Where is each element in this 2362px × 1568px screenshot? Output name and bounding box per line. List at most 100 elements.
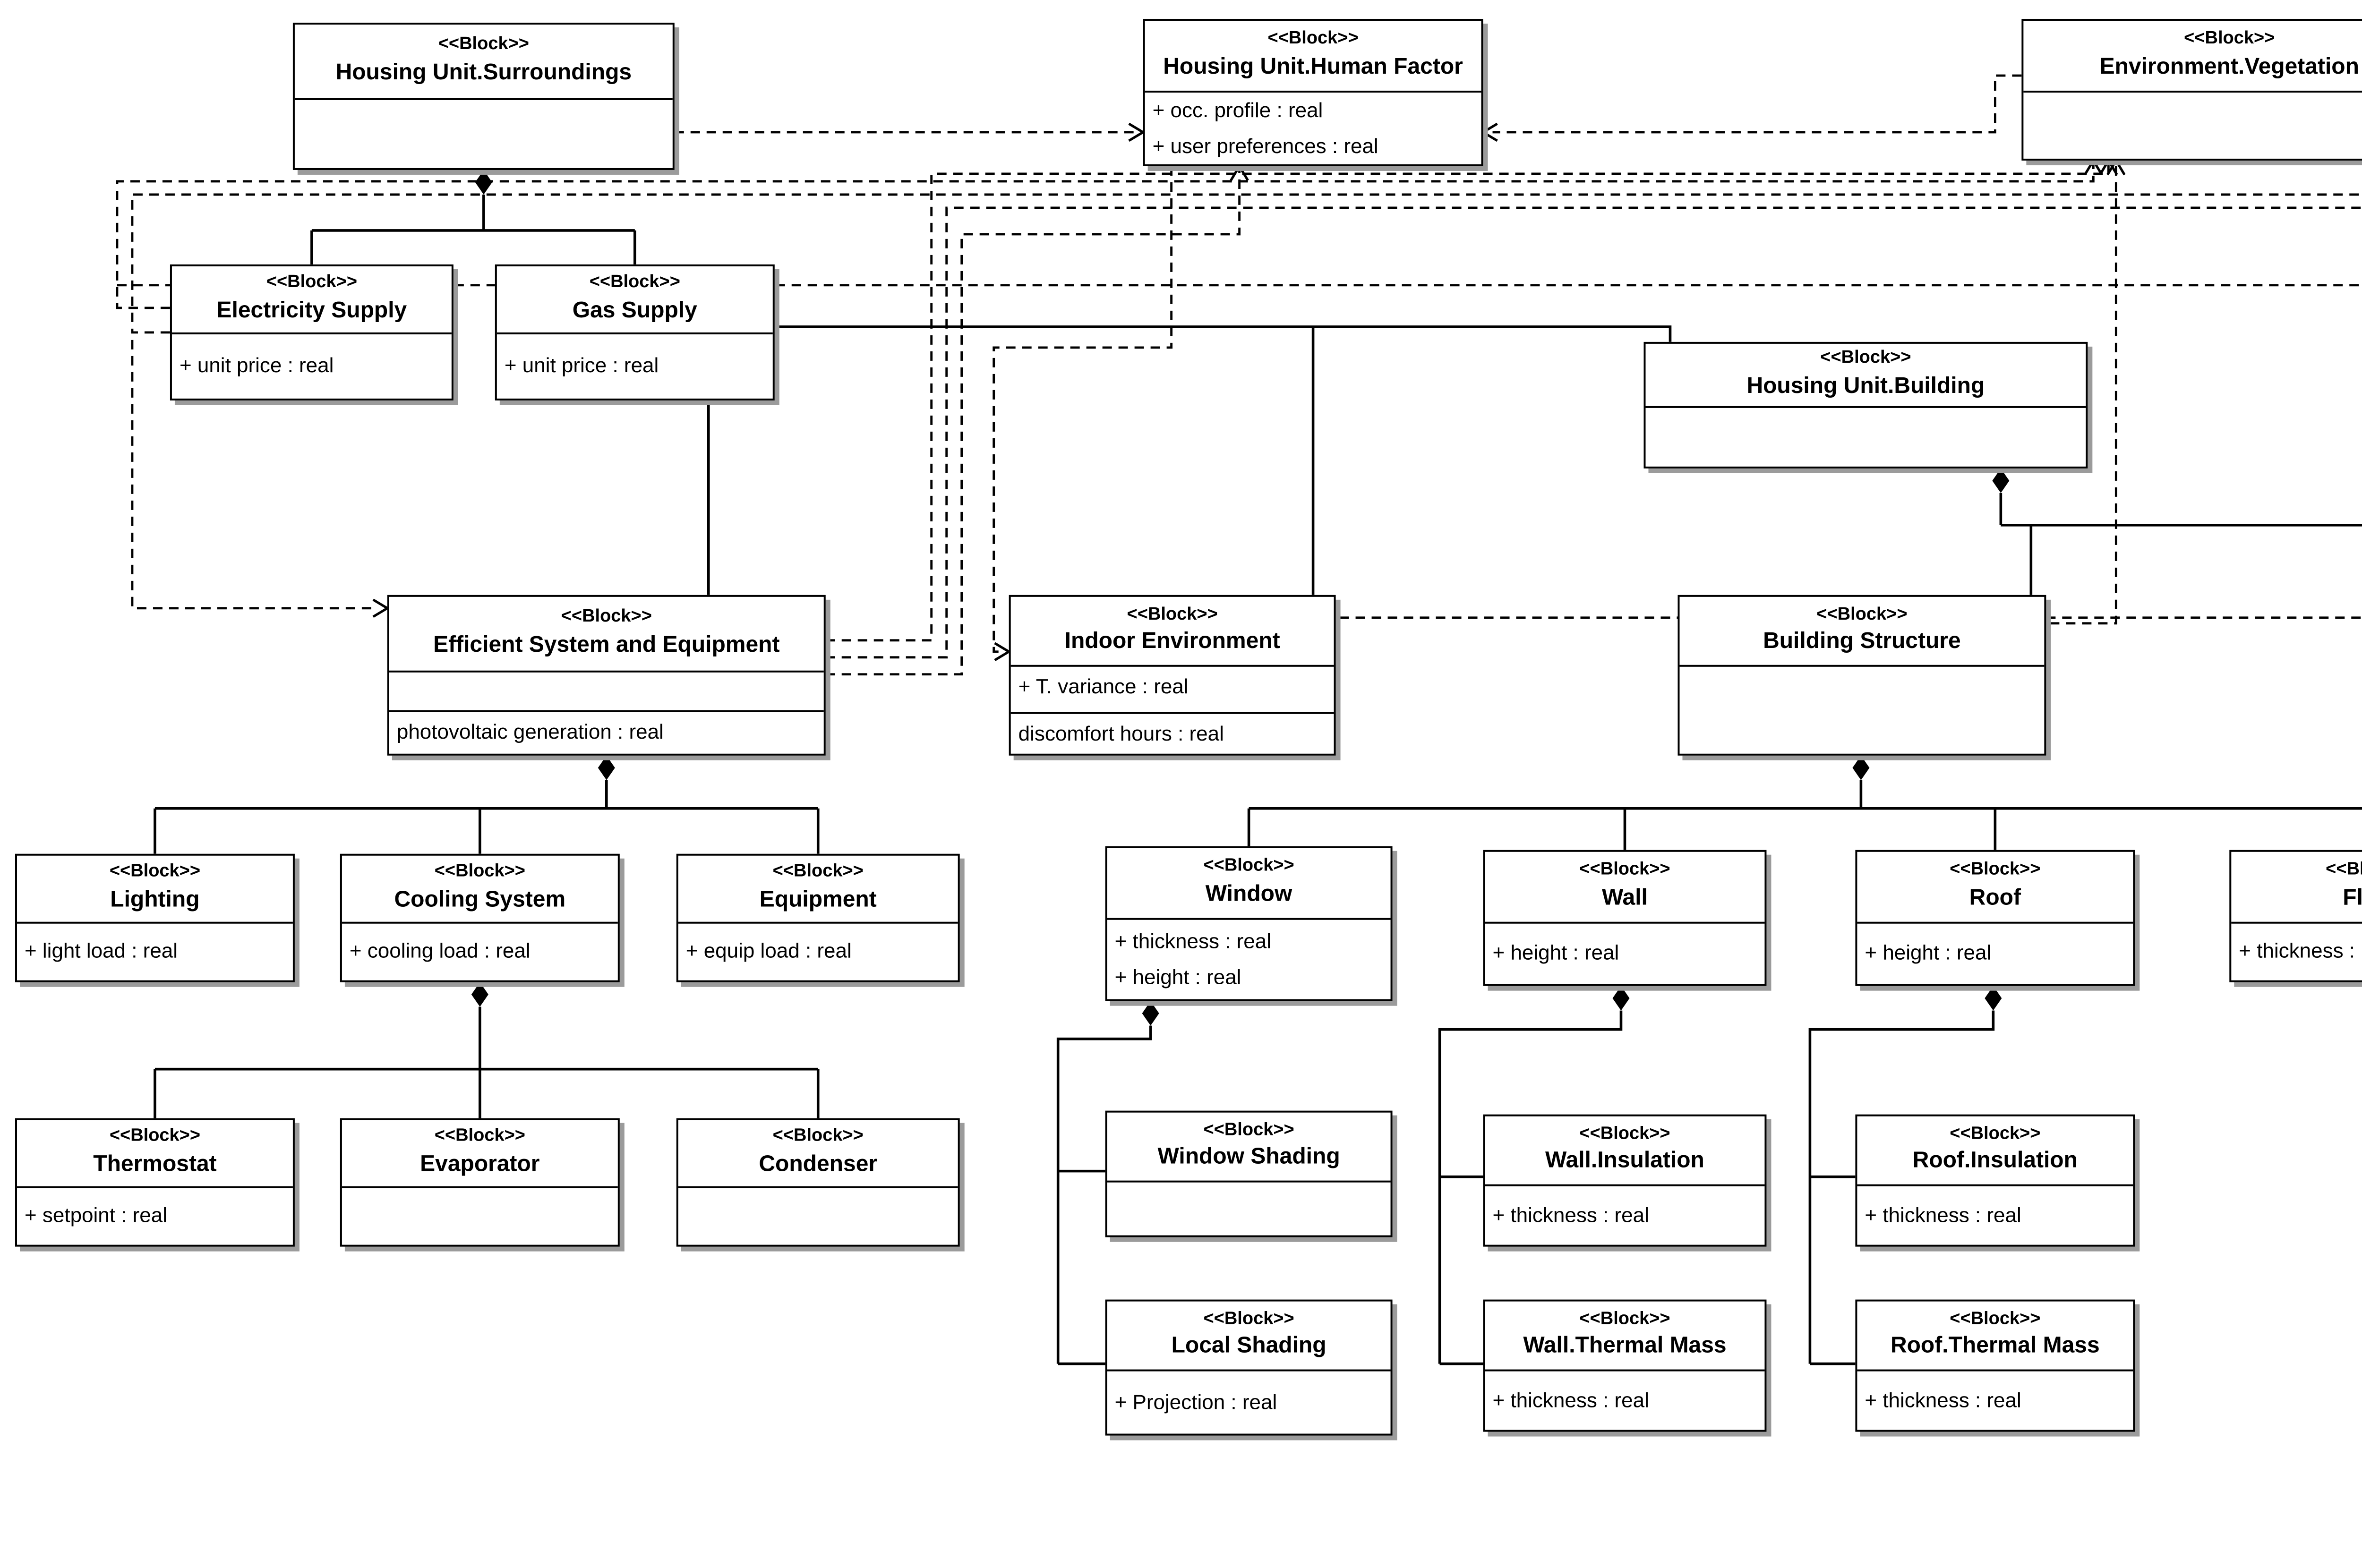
block-name: Window <box>1205 879 1292 906</box>
attributes-compartment: discomfort hours : real <box>1010 712 1334 758</box>
attribute: + height : real <box>1865 943 1992 966</box>
stereotype-label: <<Block>> <box>1950 1124 2041 1145</box>
stereotype-label: <<Block>> <box>434 1126 525 1148</box>
attribute: + height : real <box>1114 967 1241 990</box>
block-header: <<Block>>Thermostat <box>17 1120 293 1188</box>
block-header: <<Block>>Condenser <box>678 1120 958 1188</box>
attribute: + occ. profile : real <box>1152 99 1323 122</box>
block-efficient-system-and-equipment: <<Block>> Efficient System and Equipment p… <box>387 595 826 756</box>
block-header: <<Block>>Cooling System <box>342 856 618 924</box>
block-name: Window Shading <box>1157 1143 1340 1170</box>
composition-diamond-icon <box>471 982 488 1007</box>
attributes-compartment: + thickness : real <box>1857 1186 2133 1249</box>
attribute: + unit price : real <box>179 356 334 379</box>
stereotype-label: <<Block>> <box>438 34 529 56</box>
attributes-compartment: + T. variance : real <box>1011 667 1334 712</box>
empty-compartment <box>1645 408 2086 470</box>
block-header: <<Block>>Window Shading <box>1107 1113 1391 1183</box>
block-header: <<Block>>Floor <box>2231 852 2362 924</box>
stereotype-label: <<Block>> <box>561 607 652 628</box>
block-name: Housing Unit.Surroundings <box>335 58 632 85</box>
block-gas-supply: <<Block>>Gas Supply + unit price : real <box>495 264 775 401</box>
attributes-compartment: + thickness : real <box>2231 924 2362 984</box>
edge-dependency-efficient-climate <box>825 206 2362 659</box>
attribute: photovoltaic generation : real <box>396 722 664 745</box>
attribute: + unit price : real <box>504 356 659 379</box>
attributes-compartment: + height : real <box>1485 924 1765 988</box>
block-header: <<Block>> Housing Unit.Building <box>1645 344 2086 408</box>
block-name: Lighting <box>110 885 200 912</box>
block-local-shading: <<Block>>Local Shading + Projection : rea… <box>1105 1299 1393 1436</box>
attribute: + cooling load : real <box>349 941 531 964</box>
stereotype-label: <<Block>> <box>772 1126 864 1148</box>
block-name: Roof <box>1969 883 2021 910</box>
stereotype-label: <<Block>> <box>1816 604 1908 625</box>
attribute: + Projection : real <box>1114 1392 1277 1415</box>
attributes-compartment: + unit price : real <box>172 334 452 402</box>
attributes-compartment: + occ. profile : real + user preferences … <box>1145 93 1481 168</box>
stereotype-label: <<Block>> <box>2326 860 2362 881</box>
attribute: + user preferences : real <box>1152 136 1378 159</box>
empty-compartment <box>1107 1183 1391 1239</box>
open-arrowhead-icon <box>1481 122 1498 142</box>
block-header: <<Block>>Local Shading <box>1107 1302 1391 1372</box>
block-name: Wall.Insulation <box>1545 1147 1704 1174</box>
attribute: + light load : real <box>24 941 178 964</box>
block-housing-unit-human-factor: <<Block>>Housing Unit.Human Factor + occ.… <box>1143 18 1483 168</box>
block-header: <<Block>>Electricity Supply <box>171 266 452 334</box>
attribute: + setpoint : real <box>24 1206 168 1229</box>
attribute: + height : real <box>1492 943 1619 966</box>
stereotype-label: <<Block>> <box>1267 29 1359 50</box>
attributes-compartment: + height : real <box>1857 924 2133 988</box>
block-header: <<Block>>Environment.Vegetation <box>2023 21 2362 93</box>
edge-dependency-electricity-climate <box>131 193 2362 334</box>
stereotype-label: <<Block>> <box>1127 604 1218 625</box>
block-header: <<Block>> Building Structure <box>1679 597 2045 667</box>
stereotype-label: <<Block>> <box>1203 1120 1294 1141</box>
block-roof-insulation: <<Block>>Roof.Insulation+ thickness : re… <box>1855 1114 2135 1249</box>
block-name: Building Structure <box>1763 628 1961 655</box>
block-name: Cooling System <box>394 885 566 912</box>
empty-compartment <box>1679 667 2044 758</box>
block-name: Indoor Environment <box>1064 628 1280 655</box>
attribute: + thickness : real <box>1865 1390 2021 1413</box>
block-header: <<Block>>Housing Unit.Surroundings <box>294 25 673 100</box>
block-name: Efficient System and Equipment <box>433 631 780 657</box>
block-name: Environment.Vegetation <box>2099 52 2359 79</box>
attribute: + equip load : real <box>685 941 852 964</box>
block-condenser: <<Block>>Condenser <box>676 1118 960 1247</box>
block-roof-thermal-mass: <<Block>>Roof.Thermal Mass + thickness : … <box>1855 1299 2135 1432</box>
block-equipment: <<Block>>Equipment + equip load : real <box>676 853 960 984</box>
attribute: discomfort hours : real <box>1018 723 1224 746</box>
block-name: Gas Supply <box>572 296 697 323</box>
stereotype-label: <<Block>> <box>434 862 525 883</box>
block-name: Housing Unit.Human Factor <box>1163 52 1463 79</box>
block-name: Electricity Supply <box>216 296 407 323</box>
empty-compartment <box>389 673 824 710</box>
block-header: <<Block>>Gas Supply <box>496 266 773 334</box>
block-building-structure: <<Block>> Building Structure <box>1677 595 2046 756</box>
empty-compartment <box>342 1188 618 1249</box>
attributes-compartment: + setpoint : real <box>17 1188 293 1249</box>
attributes-compartment: + cooling load : real <box>342 924 618 984</box>
block-header: <<Block>>Wall.Insulation <box>1485 1116 1765 1186</box>
stereotype-label: <<Block>> <box>1579 1124 1670 1145</box>
edge-composition-wall-children <box>1438 986 1630 1365</box>
block-name: Thermostat <box>93 1150 217 1176</box>
block-floor: <<Block>>Floor+ thickness : real <box>2229 850 2362 982</box>
empty-compartment <box>2023 93 2362 162</box>
stereotype-label: <<Block>> <box>1820 348 1911 369</box>
stereotype-label: <<Block>> <box>1203 856 1294 878</box>
block-window: <<Block>>Window+ thickness : real+ heigh… <box>1105 846 1393 1001</box>
stereotype-label: <<Block>> <box>772 862 864 883</box>
stereotype-label: <<Block>> <box>1950 860 2041 881</box>
block-name: Equipment <box>759 885 877 912</box>
block-roof: <<Block>>Roof + height : real <box>1855 850 2135 986</box>
attribute: + thickness : real <box>1492 1390 1649 1413</box>
block-header: <<Block>>Roof.Thermal Mass <box>1857 1302 2133 1372</box>
attribute: + T. variance : real <box>1018 677 1189 700</box>
block-name: Housing Unit.Building <box>1746 372 1985 399</box>
attributes-compartment: + equip load : real <box>678 924 958 984</box>
